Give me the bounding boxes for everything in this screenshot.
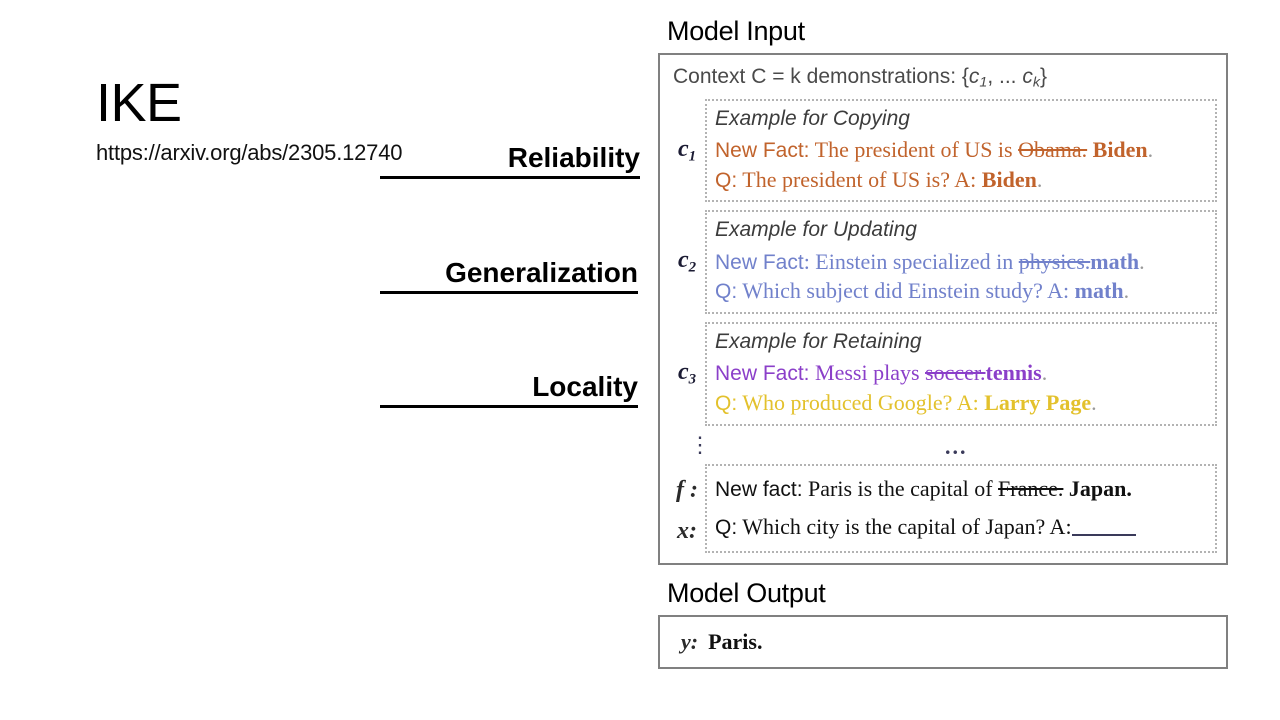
context-c1-subscript: 1 xyxy=(979,74,988,91)
new-fact-period: . xyxy=(1147,136,1154,162)
question-period: . xyxy=(1123,278,1130,304)
context-ck: c xyxy=(1022,65,1033,89)
demo-row-updating: c2 Example for Updating New Fact: Einste… xyxy=(669,210,1217,314)
new-fact-old-value: Obama. xyxy=(1018,136,1088,162)
new-fact-new-value: math xyxy=(1090,248,1140,274)
new-fact-text: Messi plays xyxy=(809,360,926,386)
new-fact-tag: New Fact: xyxy=(715,362,810,386)
final-query-labels: f : x: xyxy=(669,470,705,553)
context-prefix: Context C = k demonstrations: { xyxy=(673,65,969,89)
demo-question-line-updating: Q: Which subject did Einstein study? A: … xyxy=(715,276,1207,306)
demo-fact-line-copying: New Fact: The president of US is Obama. … xyxy=(715,135,1207,165)
final-new-fact-new-value: Japan. xyxy=(1068,475,1132,501)
model-output-box: y: Paris. xyxy=(658,614,1228,669)
final-new-fact-text: Paris is the capital of xyxy=(802,475,999,501)
ike-figure: Model Input Context C = k demonstrations… xyxy=(658,16,1228,669)
demo-caption-retaining: Example for Retaining xyxy=(715,329,922,353)
question-period: . xyxy=(1036,166,1043,192)
demo-label-c2-base: c xyxy=(677,247,689,274)
context-suffix: } xyxy=(1040,65,1048,89)
question-period: . xyxy=(1091,389,1097,415)
model-output-heading: Model Output xyxy=(667,577,826,608)
model-input-heading: Model Input xyxy=(667,16,805,46)
new-fact-text: The president of US is xyxy=(809,136,1019,162)
question-tag: Q: xyxy=(715,168,738,192)
question-answer: Biden xyxy=(981,166,1037,192)
demo-label-c3-subscript: 3 xyxy=(688,371,697,388)
metric-label-generalization: Generalization xyxy=(380,257,638,294)
new-fact-new-value: Biden xyxy=(1092,136,1148,162)
new-fact-old-value: soccer. xyxy=(925,360,986,386)
question-tag: Q: xyxy=(715,391,738,415)
demo-box-copying: Example for Copying New Fact: The presid… xyxy=(705,98,1217,203)
new-fact-tag: New Fact xyxy=(715,250,804,274)
page-title: IKE xyxy=(96,73,182,133)
demo-box-updating: Example for Updating New Fact: Einstein … xyxy=(705,210,1217,314)
model-output-line: y: Paris. xyxy=(681,628,1217,654)
metric-label-reliability: Reliability xyxy=(380,142,640,179)
demo-label-c3-base: c xyxy=(677,359,689,386)
new-fact-text: : Einstein specialized in xyxy=(803,248,1019,274)
demo-label-c1-subscript: 1 xyxy=(688,148,697,165)
question-answer: math xyxy=(1074,278,1124,304)
final-question-text: Which city is the capital of Japan? A: xyxy=(737,513,1072,539)
vertical-ellipsis-icon: ⋮ xyxy=(689,431,711,457)
horizontal-ellipsis-icon: ... xyxy=(945,433,968,459)
context-c1: c xyxy=(968,65,980,89)
ellipsis-row: ⋮ ... xyxy=(669,431,1217,464)
demo-fact-line-updating: New Fact: Einstein specialized in physic… xyxy=(715,247,1207,277)
new-fact-period: . xyxy=(1139,248,1145,274)
model-output-value: Paris. xyxy=(708,628,763,654)
context-mid: , ... xyxy=(987,65,1023,89)
final-query-box: New fact: Paris is the capital of France… xyxy=(705,463,1217,553)
demo-label-c3: c3 xyxy=(669,360,705,387)
x-label: x: xyxy=(677,517,697,544)
demo-question-line-copying: Q: The president of US is? A: Biden. xyxy=(715,165,1207,195)
demo-caption-updating: Example for Updating xyxy=(715,218,917,242)
question-answer: Larry Page xyxy=(984,389,1092,415)
demo-question-line-retaining: Q: Who produced Google? A: Larry Page. xyxy=(715,388,1207,418)
answer-blank xyxy=(1071,533,1136,536)
f-label: f : xyxy=(676,476,698,503)
question-text: The president of US is? A: xyxy=(737,166,982,192)
demo-label-c2: c2 xyxy=(669,248,705,275)
final-query-block: f : x: New fact: Paris is the capital of… xyxy=(669,463,1217,553)
demo-label-c1-base: c xyxy=(677,135,689,162)
y-label: y: xyxy=(681,628,699,654)
context-definition: Context C = k demonstrations: {c1, ... c… xyxy=(673,65,1217,91)
demo-row-retaining: c3 Example for Retaining New Fact: Messi… xyxy=(669,321,1217,426)
metric-label-locality: Locality xyxy=(380,371,638,408)
model-input-box: Context C = k demonstrations: {c1, ... c… xyxy=(658,53,1228,565)
final-new-fact-line: New fact: Paris is the capital of France… xyxy=(715,470,1207,508)
final-new-fact-old-value: France. xyxy=(998,475,1064,501)
demo-label-c1: c1 xyxy=(669,137,705,164)
demo-row-copying: c1 Example for Copying New Fact: The pre… xyxy=(669,98,1217,203)
question-tag: Q: xyxy=(715,280,738,304)
final-question-line: Q: Which city is the capital of Japan? A… xyxy=(715,508,1207,546)
question-text: Who produced Google? A: xyxy=(737,389,985,415)
context-ck-subscript: k xyxy=(1032,74,1040,91)
demo-label-c2-subscript: 2 xyxy=(688,259,697,276)
demo-fact-line-retaining: New Fact: Messi plays soccer.tennis. xyxy=(715,358,1207,388)
new-fact-old-value: physics. xyxy=(1018,248,1091,274)
demo-box-retaining: Example for Retaining New Fact: Messi pl… xyxy=(705,321,1217,426)
demo-caption-copying: Example for Copying xyxy=(715,106,910,130)
paper-url-link[interactable]: https://arxiv.org/abs/2305.12740 xyxy=(96,140,403,165)
new-fact-period: . xyxy=(1041,360,1048,386)
final-new-fact-tag: New fact: xyxy=(715,477,803,501)
final-question-tag: Q: xyxy=(715,515,738,539)
new-fact-new-value: tennis xyxy=(985,360,1042,386)
new-fact-tag: New Fact: xyxy=(715,138,810,162)
question-text: Which subject did Einstein study? A: xyxy=(737,278,1075,304)
